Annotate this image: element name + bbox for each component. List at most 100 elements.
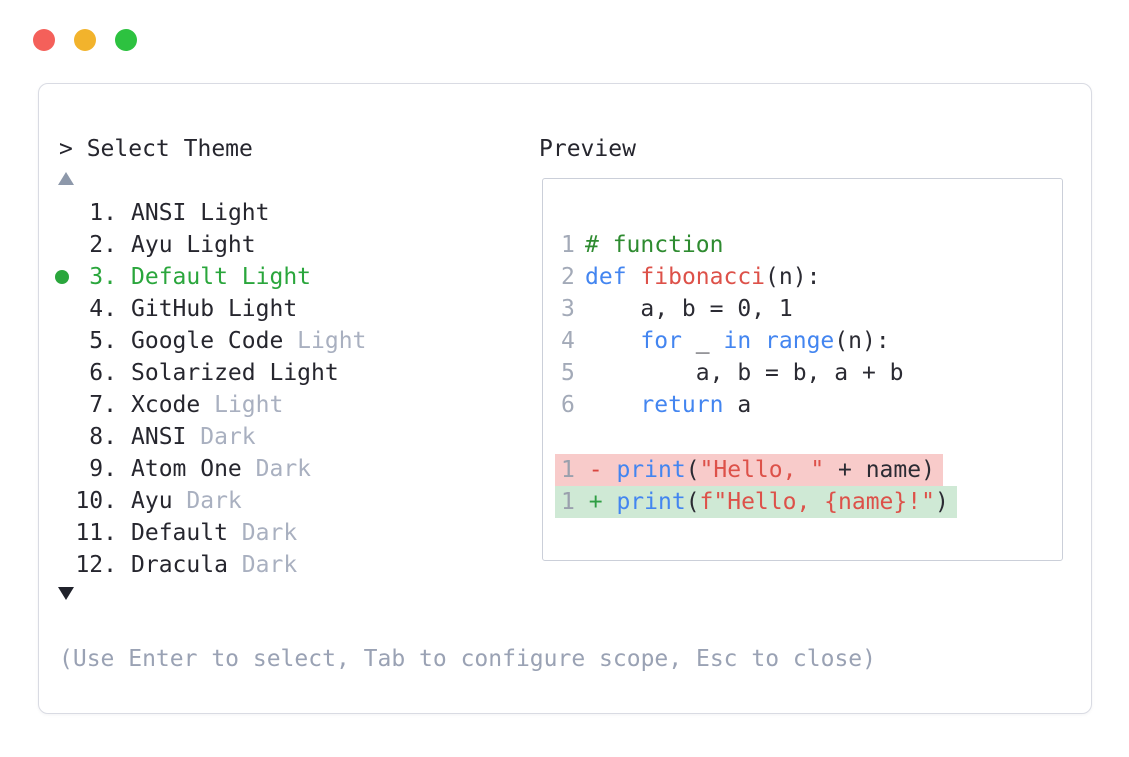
zoom-button[interactable] bbox=[115, 29, 137, 51]
code-token: # function bbox=[585, 232, 724, 258]
theme-item-ayu-light[interactable]: 2. Ayu Light bbox=[39, 229, 366, 261]
theme-item-label: ANSI Dark bbox=[131, 421, 256, 453]
theme-item-number: 6. bbox=[89, 360, 117, 386]
code-token bbox=[751, 328, 765, 354]
theme-variant: Dark bbox=[241, 552, 298, 578]
minimize-button[interactable] bbox=[74, 29, 96, 51]
theme-item-default-dark[interactable]: 11.Default Dark bbox=[39, 517, 366, 549]
code-text: def fibonacci(n): bbox=[585, 261, 820, 293]
theme-item-number: 2. bbox=[89, 232, 117, 258]
theme-item-label: GitHub Light bbox=[131, 293, 297, 325]
code-token: for bbox=[640, 328, 682, 354]
theme-variant: Light bbox=[297, 328, 367, 354]
theme-item-label: Solarized Light bbox=[131, 357, 339, 389]
code-token: (n): bbox=[765, 264, 821, 290]
help-text: (Use Enter to select, Tab to configure s… bbox=[59, 646, 876, 672]
theme-item-xcode-light[interactable]: 7.Xcode Light bbox=[39, 389, 366, 421]
code-line: 3 a, b = 0, 1 bbox=[543, 293, 904, 325]
code-token: return bbox=[640, 392, 724, 418]
theme-item-number: 9. bbox=[89, 456, 117, 482]
code-text: a, b = 0, 1 bbox=[585, 293, 793, 325]
line-number: 1 bbox=[561, 489, 575, 515]
code-token: a bbox=[723, 392, 752, 418]
code-token: print bbox=[616, 489, 686, 515]
theme-variant: Light bbox=[200, 200, 270, 226]
code-token: fibonacci bbox=[640, 264, 766, 290]
marker bbox=[55, 421, 75, 453]
theme-item-google-code-light[interactable]: 5. Google Code Light bbox=[39, 325, 366, 357]
code-line: 1 # function bbox=[543, 229, 904, 261]
theme-variant: Light bbox=[227, 296, 298, 322]
theme-variant: Light bbox=[269, 360, 339, 386]
theme-item-label: Ayu Dark bbox=[131, 485, 242, 517]
line-number: 3 bbox=[561, 296, 575, 322]
theme-name: Ayu bbox=[131, 232, 187, 258]
theme-name: ANSI bbox=[131, 424, 201, 450]
marker bbox=[55, 357, 75, 389]
theme-variant: Light bbox=[241, 264, 312, 290]
code-text: return a bbox=[585, 389, 751, 421]
theme-name: Dracula bbox=[131, 552, 242, 578]
marker bbox=[55, 549, 75, 581]
selected-marker bbox=[55, 261, 75, 293]
theme-item-number: 12. bbox=[75, 552, 117, 578]
select-theme-prompt: > Select Theme bbox=[59, 136, 253, 162]
theme-item-ansi-light[interactable]: 1.ANSI Light bbox=[39, 197, 366, 229]
plus-sign: + bbox=[588, 489, 603, 515]
theme-variant: Light bbox=[186, 232, 256, 258]
line-number: 6 bbox=[561, 392, 575, 418]
theme-item-ayu-dark[interactable]: 10.Ayu Dark bbox=[39, 485, 366, 517]
theme-item-atom-one-dark[interactable]: 9. Atom One Dark bbox=[39, 453, 366, 485]
code-token: (n): bbox=[834, 328, 890, 354]
marker bbox=[55, 197, 75, 229]
code-token bbox=[627, 264, 641, 290]
code-token: a, b = 0, 1 bbox=[585, 296, 793, 322]
minus-sign: - bbox=[588, 457, 603, 483]
diff-line-removed: 1 - print("Hello, " + name) bbox=[555, 454, 943, 486]
theme-item-dracula-dark[interactable]: 12. Dracula Dark bbox=[39, 549, 366, 581]
marker bbox=[55, 229, 75, 261]
code-line: 6 return a bbox=[543, 389, 904, 421]
theme-item-label: Atom One Dark bbox=[131, 453, 311, 485]
theme-item-label: Google Code Light bbox=[131, 325, 366, 357]
theme-variant: Dark bbox=[186, 488, 242, 514]
line-number: 1 bbox=[561, 232, 575, 258]
code-token: + name) bbox=[824, 457, 935, 483]
theme-item-solarized-light[interactable]: 6. Solarized Light bbox=[39, 357, 366, 389]
theme-name: Xcode bbox=[131, 392, 215, 418]
code-text: for _ in range(n): bbox=[585, 325, 890, 357]
close-button[interactable] bbox=[33, 29, 55, 51]
diff-sample: 1 - print("Hello, " + name)1 + print(f"H… bbox=[555, 454, 957, 518]
theme-variant: Dark bbox=[255, 456, 312, 482]
theme-name: ANSI bbox=[131, 200, 201, 226]
theme-name: Atom One bbox=[131, 456, 256, 482]
selected-dot-icon bbox=[55, 270, 69, 284]
theme-item-github-light[interactable]: 4.GitHub Light bbox=[39, 293, 366, 325]
line-number: 4 bbox=[561, 328, 575, 354]
theme-item-number: 3. bbox=[89, 264, 117, 290]
code-token: ( bbox=[685, 457, 700, 483]
theme-item-number: 5. bbox=[89, 328, 117, 354]
theme-item-label: Default Dark bbox=[131, 517, 297, 549]
theme-item-label: Ayu Light bbox=[131, 229, 256, 261]
theme-item-ansi-dark[interactable]: 8.ANSI Dark bbox=[39, 421, 366, 453]
theme-variant: Dark bbox=[241, 520, 298, 546]
scroll-down-icon[interactable] bbox=[58, 587, 74, 600]
theme-item-label: Dracula Dark bbox=[131, 549, 297, 581]
marker bbox=[55, 293, 75, 325]
code-text: a, b = b, a + b bbox=[585, 357, 904, 389]
code-text: # function bbox=[585, 229, 723, 261]
theme-variant: Light bbox=[214, 392, 284, 418]
theme-name: Solarized bbox=[131, 360, 270, 386]
spacer bbox=[603, 457, 617, 483]
spacer bbox=[603, 489, 617, 515]
theme-name: GitHub bbox=[131, 296, 228, 322]
theme-item-default-light[interactable]: 3. Default Light bbox=[39, 261, 366, 293]
code-token bbox=[585, 392, 640, 418]
theme-item-label: Default Light bbox=[131, 261, 311, 293]
marker bbox=[55, 325, 75, 357]
